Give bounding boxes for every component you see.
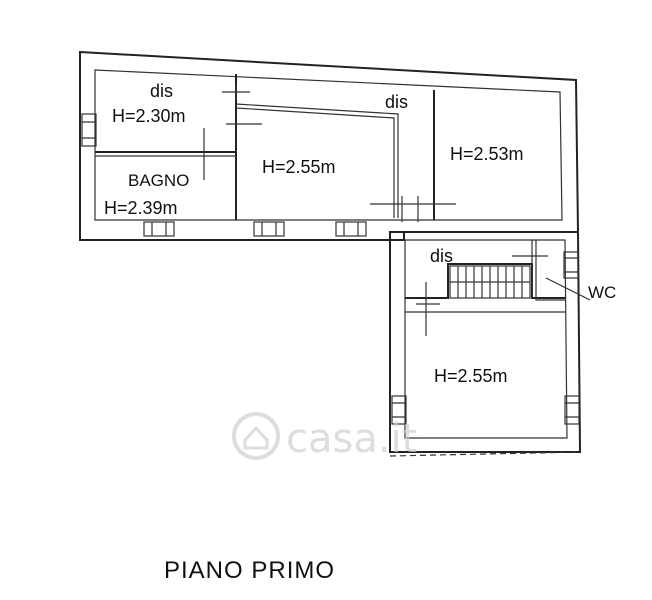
window-bottom-3 — [335, 221, 367, 237]
watermark: casa.it — [232, 412, 417, 462]
room-label-dis-lower: dis — [430, 246, 453, 266]
room-label-wc: WC — [588, 283, 616, 302]
room-label-bagno: BAGNO — [128, 171, 189, 190]
room-height-lower: H=2.55m — [434, 366, 508, 386]
wc-wall — [531, 240, 565, 301]
room-height-dis-top-left: H=2.30m — [112, 106, 186, 126]
floor-title: PIANO PRIMO — [164, 557, 335, 584]
window-bottom-1 — [143, 221, 175, 237]
room-height-center: H=2.55m — [262, 157, 336, 177]
room-label-dis-top-left: dis — [150, 81, 173, 101]
window-lower-right — [564, 395, 580, 425]
outer-wall-top-block — [79, 50, 580, 241]
window-wc — [563, 251, 579, 279]
window-left — [81, 113, 97, 147]
door-mark-5 — [416, 282, 440, 336]
watermark-logo-icon — [232, 412, 280, 460]
room-height-bagno: H=2.39m — [104, 198, 178, 218]
room-height-right: H=2.53m — [450, 144, 524, 164]
inner-wall-lower-wing — [404, 239, 568, 439]
staircase — [449, 265, 531, 299]
wc-leader-line — [545, 277, 591, 301]
corridor-wall-inner — [235, 107, 395, 218]
room-label-dis-corridor: dis — [385, 92, 408, 112]
door-mark-4 — [370, 196, 456, 222]
window-bottom-2 — [253, 221, 285, 237]
door-mark-1 — [222, 84, 250, 100]
inner-wall-top-block — [94, 69, 563, 221]
balcony-dashed-line — [389, 451, 581, 457]
watermark-text: casa.it — [286, 416, 417, 462]
partition-lower-dis — [405, 263, 565, 299]
corridor-wall-outer — [235, 103, 399, 218]
window-lower-left — [391, 395, 407, 425]
